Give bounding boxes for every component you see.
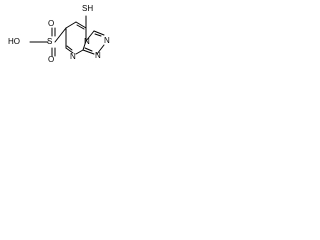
nitrogen-triazole-b-label: N <box>95 51 101 60</box>
bond-c-top-n <box>93 30 105 36</box>
bond-n1-c6-double <box>66 45 73 51</box>
bond-c6-s <box>54 27 67 43</box>
sulfur-label: S <box>47 37 52 46</box>
bond-n1-c6 <box>65 47 74 54</box>
bond-n-c3a <box>82 49 95 55</box>
bond-c8-c7 <box>65 21 77 29</box>
bond-n-c3a-double <box>84 47 93 52</box>
bond-c3a-n1 <box>75 49 84 55</box>
chemical-structure: SH HO S O O N N N N <box>0 0 123 80</box>
thiol-label: SH <box>82 4 93 13</box>
bond-n4-c-top <box>85 30 95 42</box>
nitrogen-bridge-label: N <box>84 37 90 46</box>
nitrogen-pyrimidine-label: N <box>70 52 76 61</box>
nitrogen-triazole-a-label: N <box>104 36 110 45</box>
hydroxyl-label: HO <box>8 37 20 46</box>
bond-n-n <box>96 44 105 55</box>
bond-c7-c5-double <box>76 24 85 30</box>
oxygen-bottom-label: O <box>48 55 54 64</box>
bond-n4-c3a <box>82 40 87 51</box>
bond-c7-c5 <box>75 21 87 29</box>
bond-c-top-n-double <box>94 33 102 37</box>
oxygen-top-label: O <box>48 19 54 28</box>
molecule-drawing: SH HO S O O N N N N <box>8 4 110 64</box>
